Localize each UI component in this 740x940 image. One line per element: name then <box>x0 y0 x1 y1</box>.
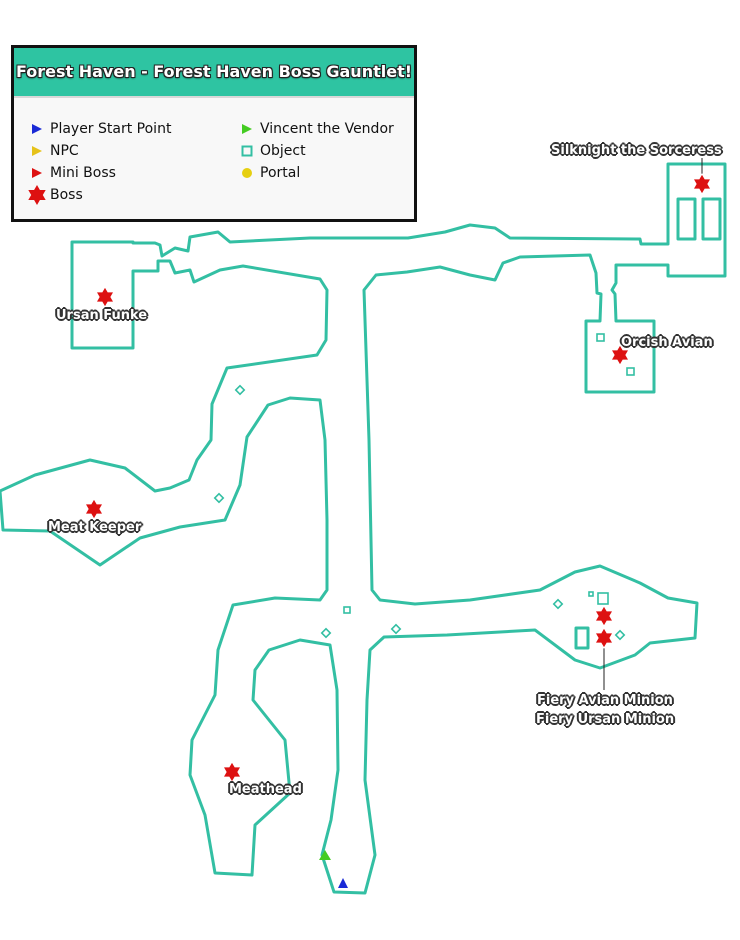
boss-marker-orcish-avian <box>610 344 630 366</box>
object-icon <box>236 140 258 162</box>
legend-item-player-start: Player Start Point <box>26 118 171 140</box>
object-marker <box>626 367 635 376</box>
legend-label-object: Object <box>260 143 306 159</box>
label-fiery-ursan: Fiery Ursan Minion <box>536 712 675 727</box>
object-marker <box>596 333 605 342</box>
object-marker <box>213 492 225 504</box>
legend-label-boss: Boss <box>50 187 83 203</box>
legend-column-left: Player Start Point NPC Mini Boss Boss <box>26 118 171 206</box>
label-meat-keeper: Meat Keeper <box>48 520 142 535</box>
boss-star-icon <box>26 184 48 206</box>
map-wall-ursan-room <box>0 162 727 895</box>
legend-item-portal: Portal <box>236 162 394 184</box>
mini-boss-icon <box>26 162 48 184</box>
map-title: Forest Haven - Forest Haven Boss Gauntle… <box>14 48 414 98</box>
object-marker <box>552 598 564 610</box>
boss-marker-meathead <box>222 761 242 783</box>
player-start-marker <box>338 878 348 888</box>
legend-label-portal: Portal <box>260 165 301 181</box>
npc-icon <box>26 140 48 162</box>
boss-marker-meat-keeper <box>84 498 104 520</box>
label-ursan-funke: Ursan Funke <box>56 308 148 323</box>
map-legend: Forest Haven - Forest Haven Boss Gauntle… <box>11 45 417 222</box>
boss-marker-ursan-funke <box>95 286 115 308</box>
legend-item-mini-boss: Mini Boss <box>26 162 171 184</box>
player-start-icon <box>26 118 48 140</box>
legend-label-npc: NPC <box>50 143 79 159</box>
map-pillar-fiery <box>574 626 590 650</box>
vendor-marker <box>319 850 331 860</box>
label-meathead: Meathead <box>229 782 302 797</box>
legend-item-npc: NPC <box>26 140 171 162</box>
vendor-icon <box>236 118 258 140</box>
legend-label-player-start: Player Start Point <box>50 121 172 137</box>
object-marker <box>343 606 351 614</box>
boss-marker-fiery-avian <box>594 605 614 627</box>
boss-marker-fiery-ursan <box>594 627 614 649</box>
object-marker <box>234 384 246 396</box>
label-silknight: Silknight the Sorceress <box>551 143 722 158</box>
label-orcish-avian: Orcish Avian <box>621 335 713 350</box>
map-pillar-left <box>676 197 697 241</box>
object-marker <box>588 591 594 597</box>
legend-label-vendor: Vincent the Vendor <box>260 121 394 137</box>
legend-column-right: Vincent the Vendor Object Portal <box>236 118 394 184</box>
boss-marker-silknight <box>692 173 712 195</box>
legend-item-object: Object <box>236 140 394 162</box>
legend-item-vendor: Vincent the Vendor <box>236 118 394 140</box>
label-fiery-avian: Fiery Avian Minion <box>537 693 673 708</box>
legend-item-boss: Boss <box>26 184 171 206</box>
object-marker <box>597 592 609 605</box>
portal-icon <box>236 162 258 184</box>
object-marker <box>320 627 332 639</box>
object-marker <box>614 629 626 641</box>
legend-label-mini-boss: Mini Boss <box>50 165 116 181</box>
object-marker <box>390 623 402 635</box>
map-pillar-right <box>701 197 722 241</box>
